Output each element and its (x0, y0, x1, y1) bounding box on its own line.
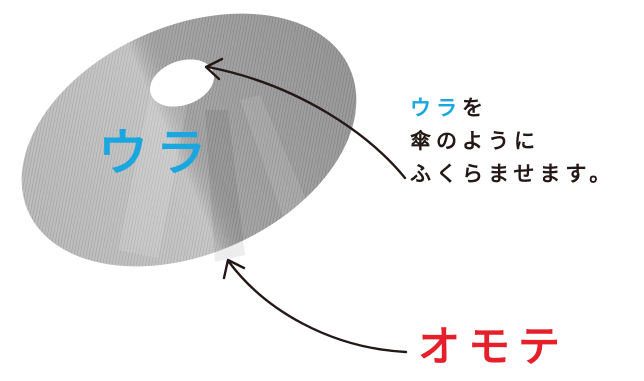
ura-label-text: ウラ (98, 124, 214, 182)
note-line-2: 傘のように (410, 129, 540, 153)
note-line-3: ふくらませます。 (410, 162, 616, 186)
arrow-to-hole (204, 57, 407, 180)
note-text: ウラを 傘のように ふくらませます。 (410, 92, 615, 191)
note-ura-highlight: ウラ (410, 96, 462, 120)
note-line-1-rest: を (462, 96, 488, 120)
center-hole (150, 59, 214, 107)
disc-shape (21, 13, 357, 267)
note-line-1: ウラを (410, 92, 615, 125)
omote-label: オモテ (418, 326, 568, 368)
ura-label: ウラ (98, 128, 214, 178)
omote-label-text: オモテ (418, 322, 569, 371)
arrow-to-underside (222, 258, 408, 354)
